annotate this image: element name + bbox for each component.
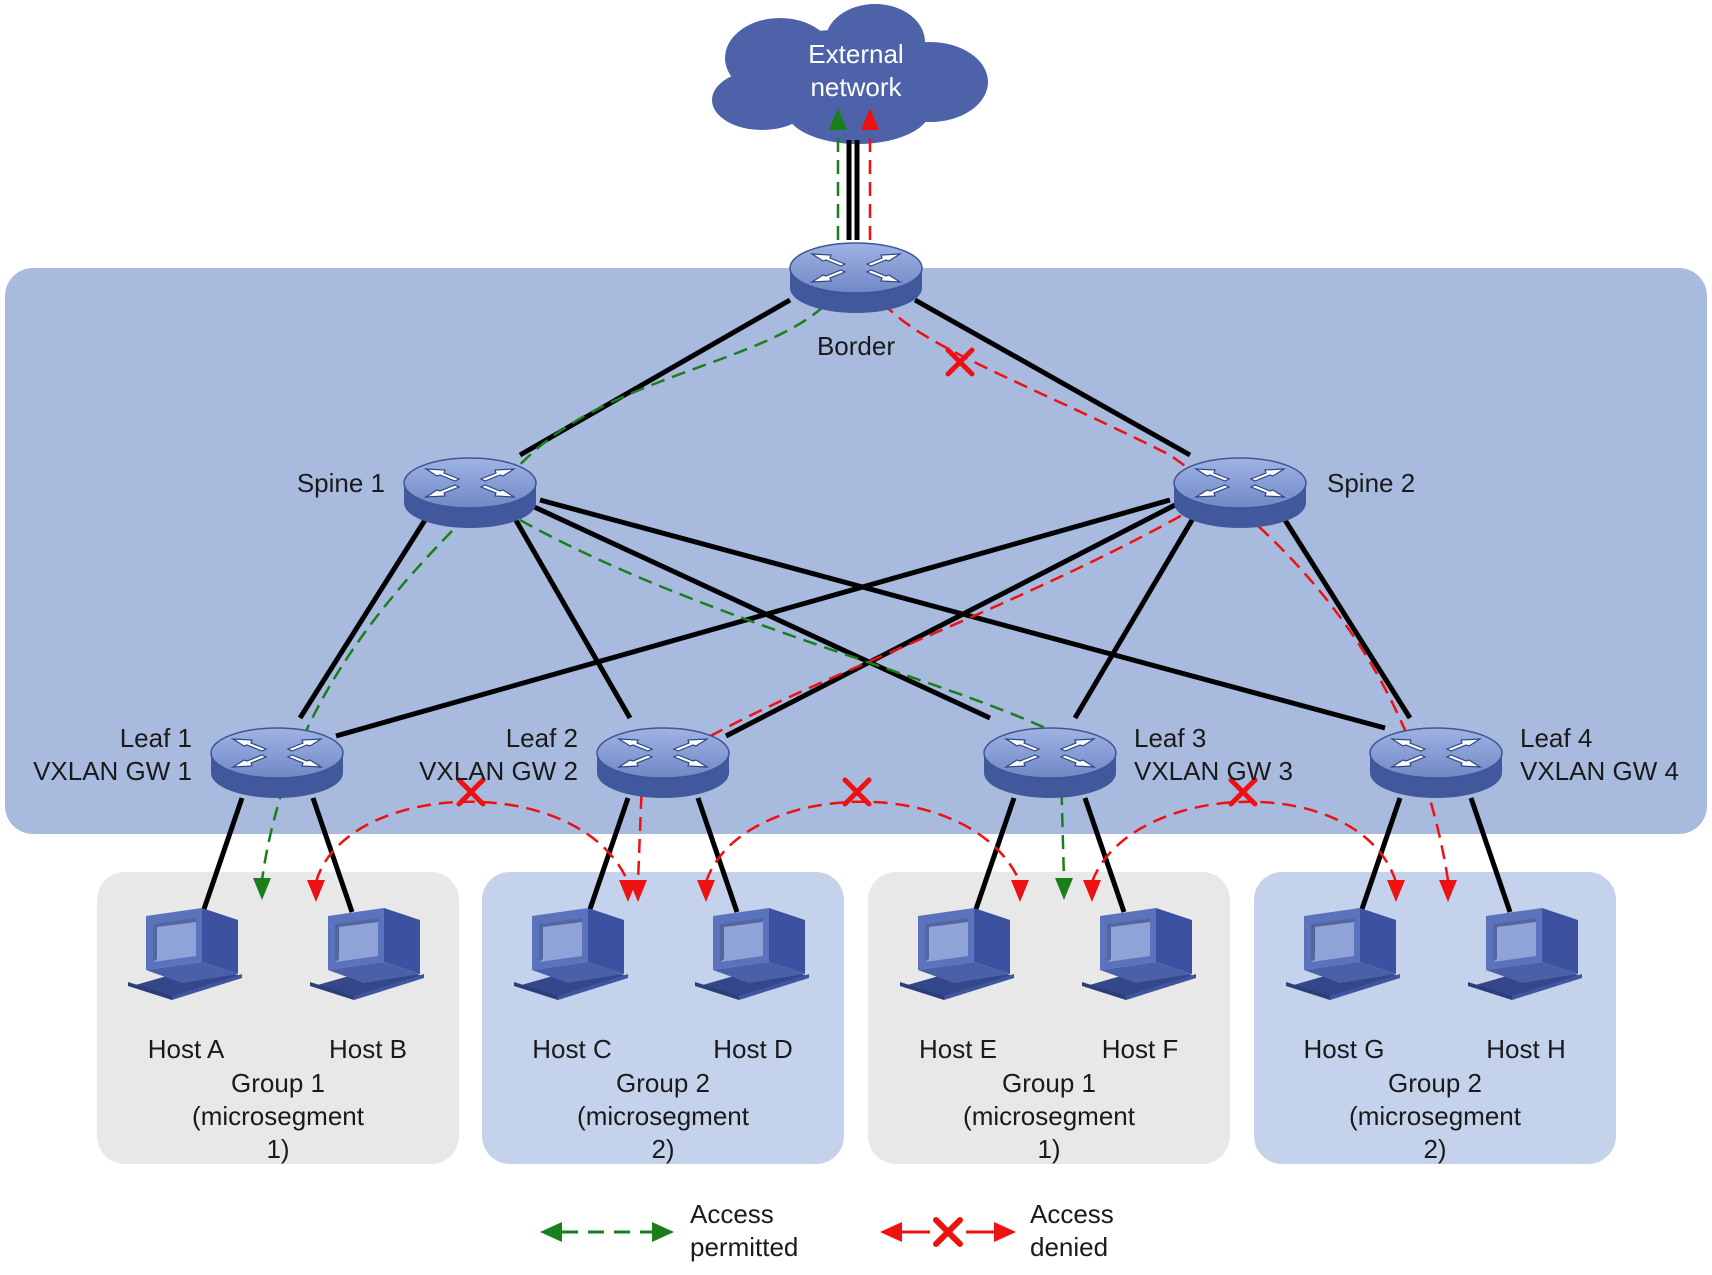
host-c-label: Host C xyxy=(532,1034,611,1064)
permitted-arrowheads xyxy=(253,108,1073,900)
legend-denied-line1: Access xyxy=(1030,1199,1114,1229)
fabric-area xyxy=(5,268,1707,834)
leaf1-label: Leaf 1 xyxy=(120,723,192,753)
leaf2-gw-label: VXLAN GW 2 xyxy=(419,756,578,786)
host-b-label: Host B xyxy=(329,1034,407,1064)
leaf4-label: Leaf 4 xyxy=(1520,723,1592,753)
leaf3-gw-label: VXLAN GW 3 xyxy=(1134,756,1293,786)
group-2-subtitle: (microsegment xyxy=(577,1101,750,1131)
leaf2-label: Leaf 2 xyxy=(506,723,578,753)
leaf4-gw-label: VXLAN GW 4 xyxy=(1520,756,1679,786)
legend-permitted-line2: permitted xyxy=(690,1232,798,1262)
group-4-subtitle: (microsegment xyxy=(1349,1101,1522,1131)
external-network-cloud xyxy=(712,4,988,144)
host-h-label: Host H xyxy=(1486,1034,1565,1064)
spine2-label: Spine 2 xyxy=(1327,468,1415,498)
denied-markers xyxy=(456,347,1258,807)
group-1-title: Group 1 xyxy=(231,1068,325,1098)
denied-arrowheads xyxy=(307,108,1457,902)
group-2-title: Group 2 xyxy=(616,1068,710,1098)
legend-denied-line2: denied xyxy=(1030,1232,1108,1262)
spine1-switch-icon xyxy=(403,457,537,529)
spine1-label: Spine 1 xyxy=(297,468,385,498)
host-d-label: Host D xyxy=(713,1034,792,1064)
group-3-number: 1) xyxy=(1037,1134,1060,1164)
group-3-subtitle: (microsegment xyxy=(963,1101,1136,1131)
host-e-label: Host E xyxy=(919,1034,997,1064)
leaf1-gw-label: VXLAN GW 1 xyxy=(33,756,192,786)
group-4-number: 2) xyxy=(1423,1134,1446,1164)
host-f-label: Host F xyxy=(1102,1034,1179,1064)
leaf4-switch-icon xyxy=(1369,727,1503,799)
spine2-switch-icon xyxy=(1173,457,1307,529)
host-a-label: Host A xyxy=(148,1034,225,1064)
cloud-label-line2: network xyxy=(810,72,902,102)
legend-permitted-line1: Access xyxy=(690,1199,774,1229)
leaf2-switch-icon xyxy=(596,727,730,799)
leaf3-switch-icon xyxy=(983,727,1117,799)
group-3-title: Group 1 xyxy=(1002,1068,1096,1098)
legend: Access permitted Access denied xyxy=(540,1199,1114,1262)
leaf1-switch-icon xyxy=(210,727,344,799)
host-g-label: Host G xyxy=(1304,1034,1385,1064)
border-label: Border xyxy=(817,331,895,361)
fabric-links xyxy=(200,140,1513,913)
group-4-title: Group 2 xyxy=(1388,1068,1482,1098)
legend-denied-arrow xyxy=(880,1217,1016,1247)
border-switch-icon xyxy=(789,242,923,314)
permitted-paths xyxy=(260,128,1066,881)
group-1-subtitle: (microsegment xyxy=(192,1101,365,1131)
leaf3-label: Leaf 3 xyxy=(1134,723,1206,753)
legend-permitted-arrow xyxy=(540,1222,674,1242)
cloud-label-line1: External xyxy=(808,39,903,69)
group-2-number: 2) xyxy=(651,1134,674,1164)
group-1-number: 1) xyxy=(266,1134,289,1164)
